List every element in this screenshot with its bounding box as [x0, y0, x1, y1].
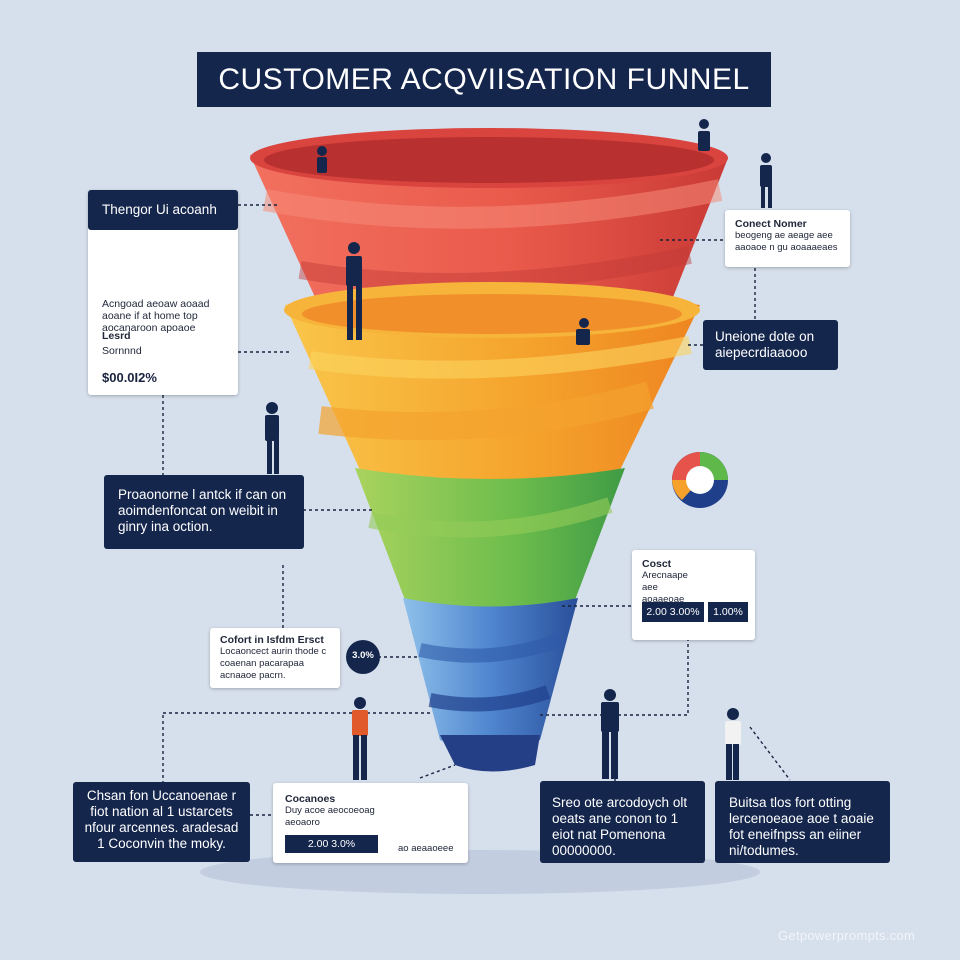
- callout-right-card-value2: 1.00%: [708, 602, 748, 622]
- callout-top-right-header: Conect Nomer: [735, 218, 807, 230]
- callout-bottom-mid: Sreo ote arcodoych olt oeats ane conon t…: [540, 781, 705, 863]
- callout-bottom-left: Chsan fon Uccanoenae r fiot nation al 1 …: [73, 782, 250, 862]
- callout-right-card: Cosct Arecnaape aee aoaaeoae 2.00 3.00% …: [632, 550, 755, 640]
- page-title: CUSTOMER ACQVIISATION FUNNEL: [197, 52, 771, 107]
- callout-top-left-label2: Sornnnd: [102, 345, 142, 357]
- callout-top-left-label1: Lesrd: [102, 330, 131, 342]
- callout-bottom-card: Cocanoes Duy acoe aeocoeoag aeoaoro 2.00…: [273, 783, 468, 863]
- callout-right-card-body: Arecnaape aee aoaaeoae: [642, 570, 688, 605]
- callout-mid-right: Uneione dote on aiepecrdiaaooo: [703, 320, 838, 370]
- callout-center-left-body: Locaoncect aurin thode c coaenan pacarap…: [220, 646, 327, 681]
- callout-bottom-card-body: Duy acoe aeocoeoag aeoaoro: [285, 805, 375, 828]
- callout-bottom-right: Buitsa tlos fort otting lercenoeaoe aoe …: [715, 781, 890, 863]
- callout-top-left-header: Thengor Ui acoanh: [88, 190, 238, 230]
- callout-right-card-header: Cosct: [642, 558, 672, 570]
- funnel-green-section: [355, 468, 625, 610]
- callout-bottom-card-header: Cocanoes: [285, 793, 336, 805]
- callout-center-left: Cofort in Isfdm Ersct Locaoncect aurin t…: [210, 628, 340, 688]
- funnel-stem: [440, 735, 540, 772]
- callout-mid-left: Proaonorne l antck if can on aoimdenfonc…: [104, 475, 304, 549]
- callout-top-left-body: Acngoad aeoaw aoaad aoane if at home top…: [102, 298, 210, 334]
- callout-top-left-value: $00.0I2%: [102, 370, 157, 385]
- pie-chart-icon: [672, 452, 728, 508]
- watermark-text: Getpowerprompts.com: [778, 928, 916, 943]
- percentage-circle: [346, 640, 380, 674]
- callout-top-right-body: beogeng ae aeage aee aaoaoe n gu aoaaaea…: [735, 230, 838, 253]
- people-figures: [265, 119, 772, 780]
- callout-right-card-value1: 2.00 3.00%: [642, 602, 704, 622]
- callout-bottom-card-footer: ao aeaaoeee: [398, 843, 454, 854]
- callout-center-left-header: Cofort in Isfdm Ersct: [220, 634, 324, 646]
- callout-bottom-card-value: 2.00 3.0%: [285, 835, 378, 853]
- callout-top-right: Conect Nomer beogeng ae aeage aee aaoaoe…: [725, 210, 850, 267]
- callout-top-left: Thengor Ui acoanh Acngoad aeoaw aoaad ao…: [88, 190, 238, 395]
- funnel-blue-section: [403, 598, 578, 750]
- percentage-circle-label: 3.0%: [352, 650, 374, 661]
